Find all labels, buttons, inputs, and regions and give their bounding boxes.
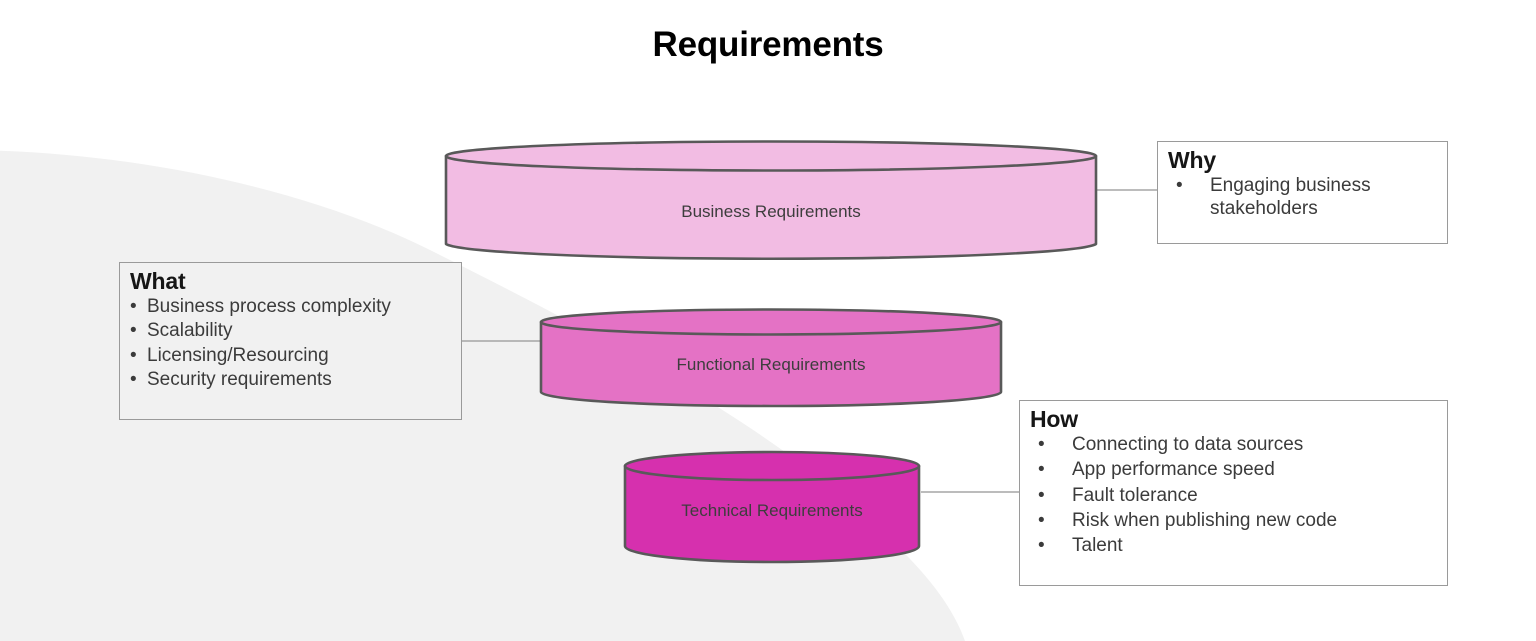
page-title: Requirements (652, 25, 884, 64)
callout-how-item-3: Risk when publishing new code (1072, 509, 1338, 531)
bullet-icon: • (130, 320, 137, 342)
list-item: • Engaging business stakeholders (1168, 174, 1439, 220)
callout-what-heading: What (130, 268, 186, 294)
cylinder-functional-requirements[interactable]: Functional Requirements (538, 308, 1004, 408)
list-item: • Security requirements (130, 368, 453, 391)
callout-why-item-0: Engaging business stakeholders (1210, 175, 1371, 220)
bullet-icon: • (1038, 534, 1045, 556)
callout-what-list: • Business process complexity • Scalabil… (130, 295, 453, 391)
callout-what-item-2: Licensing/Resourcing (147, 344, 329, 366)
callout-why-heading: Why (1168, 147, 1216, 173)
callout-how-heading: How (1030, 406, 1078, 432)
callout-what-item-3: Security requirements (147, 368, 332, 390)
callout-how-item-2: Fault tolerance (1072, 484, 1198, 506)
bullet-icon: • (1176, 175, 1183, 197)
callout-how-item-4: Talent (1072, 534, 1123, 556)
bullet-icon: • (130, 296, 137, 318)
list-item: • Risk when publishing new code (1030, 509, 1439, 532)
callout-what[interactable]: What • Business process complexity • Sca… (119, 262, 462, 420)
callout-what-item-1: Scalability (147, 320, 233, 342)
list-item: • App performance speed (1030, 458, 1439, 481)
list-item: • Business process complexity (130, 295, 453, 318)
bullet-icon: • (1038, 484, 1045, 506)
cylinder-technical-requirements[interactable]: Technical Requirements (622, 450, 922, 564)
list-item: • Talent (1030, 534, 1439, 557)
cylinder-business-label: Business Requirements (681, 202, 861, 221)
list-item: • Licensing/Resourcing (130, 344, 453, 367)
cylinder-technical-label: Technical Requirements (681, 501, 863, 520)
bullet-icon: • (1038, 434, 1045, 456)
callout-what-item-0: Business process complexity (147, 296, 391, 318)
callout-how-item-0: Connecting to data sources (1072, 434, 1304, 456)
cylinder-functional-label: Functional Requirements (676, 355, 866, 374)
bullet-icon: • (130, 344, 137, 366)
cylinder-business-requirements[interactable]: Business Requirements (443, 140, 1099, 261)
callout-how-item-1: App performance speed (1072, 459, 1275, 481)
list-item: • Connecting to data sources (1030, 433, 1439, 456)
list-item: • Fault tolerance (1030, 484, 1439, 507)
callout-how-list: • Connecting to data sources • App perfo… (1030, 433, 1439, 557)
bullet-icon: • (1038, 459, 1045, 481)
callout-why-list: • Engaging business stakeholders (1168, 174, 1439, 220)
callout-why[interactable]: Why • Engaging business stakeholders (1157, 141, 1448, 244)
bullet-icon: • (130, 368, 137, 390)
callout-how[interactable]: How • Connecting to data sources • App p… (1019, 400, 1448, 586)
list-item: • Scalability (130, 319, 453, 342)
bullet-icon: • (1038, 509, 1045, 531)
